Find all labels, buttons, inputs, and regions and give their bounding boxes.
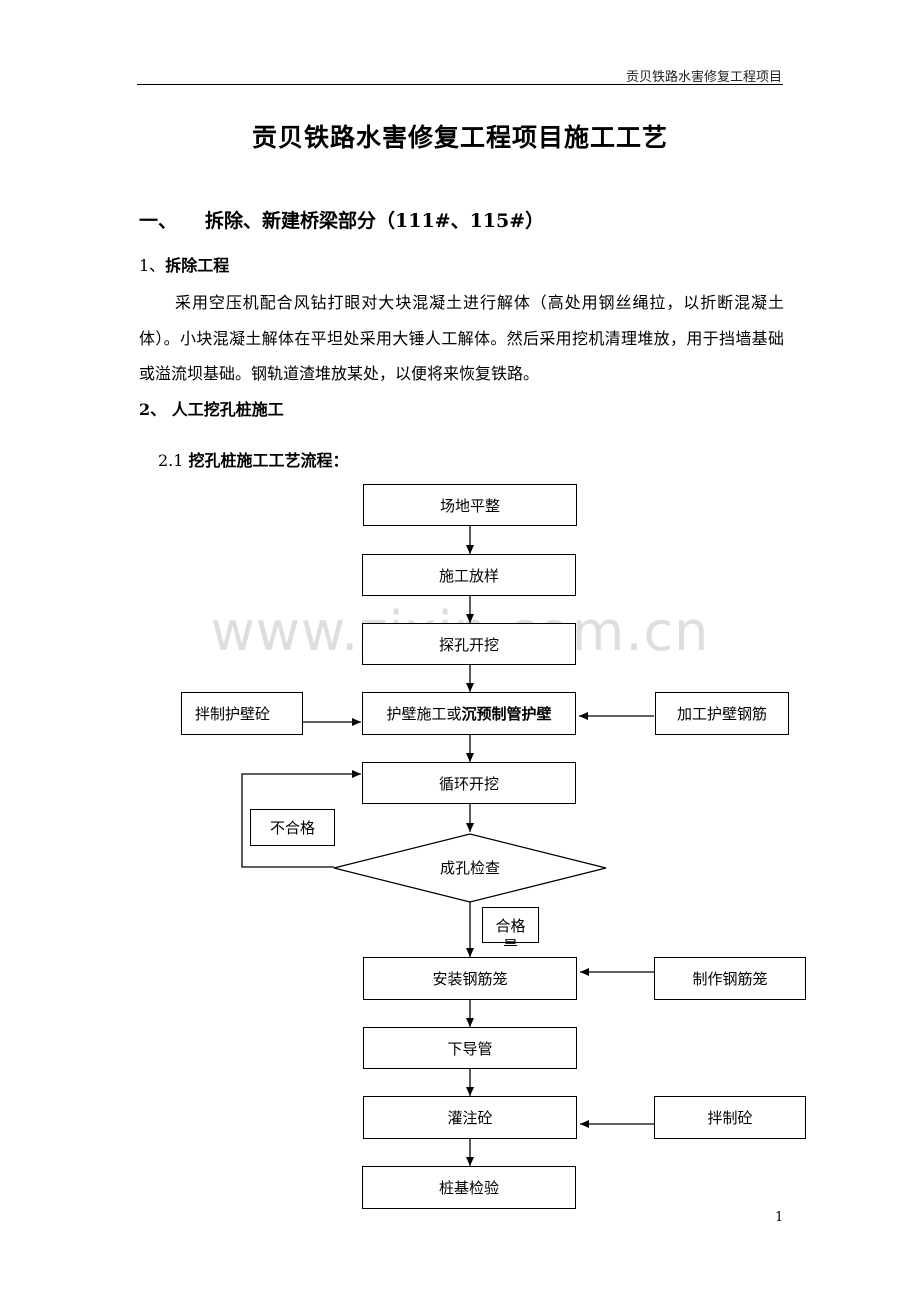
running-header: 贡贝铁路水害修复工程项目	[625, 70, 782, 85]
section-title: 拆除、新建桥梁部分（111#、115#）	[205, 210, 545, 232]
step-install-cage: 安装钢筋笼	[363, 957, 577, 1000]
step-site-leveling: 场地平整	[363, 484, 577, 526]
subsection-title: 挖孔桩施工工艺流程：	[188, 451, 349, 470]
subsection-title: 拆除工程	[165, 256, 230, 275]
check-diamond	[333, 833, 607, 903]
step-pour-concrete: 灌注砼	[363, 1096, 577, 1139]
loop-back-line	[241, 770, 361, 868]
section-number: 一、	[139, 210, 178, 232]
subsection-heading-2: 2、 人工挖孔桩施工	[139, 400, 284, 419]
subsection-heading-1: 1、拆除工程	[139, 252, 229, 276]
side-mix-wall-concrete: 拌制护壁砼	[181, 692, 303, 735]
document-title: 贡贝铁路水害修复工程项目施工工艺	[251, 123, 668, 152]
step-layout-survey: 施工放样	[362, 554, 576, 596]
label-pass: 合格是	[482, 907, 539, 946]
step-retaining-wall: 护壁施工或沉预制管护壁	[362, 692, 576, 735]
step-lower-tremie: 下导管	[363, 1027, 577, 1069]
step-cyclic-excavation: 循环开挖	[362, 762, 576, 804]
page-number: 1	[775, 1210, 784, 1225]
check-label: 成孔检查	[440, 859, 501, 877]
side-make-cage: 制作钢筋笼	[654, 957, 806, 1000]
section-heading-1: 一、 拆除、新建桥梁部分（111#、115#）	[139, 206, 544, 233]
side-process-wall-rebar: 加工护壁钢筋	[655, 692, 789, 735]
label-fail: 不合格	[250, 809, 335, 846]
step-trial-excavation: 探孔开挖	[362, 623, 576, 665]
subsection-number: 1、	[139, 256, 166, 275]
step-pile-inspection: 桩基检验	[362, 1166, 576, 1209]
side-mix-concrete: 拌制砼	[654, 1096, 806, 1139]
header-rule	[137, 84, 783, 85]
paragraph-demolition: 采用空压机配合风钻打眼对大块混凝土进行解体（高处用钢丝绳拉，以折断混凝土体）。小…	[139, 293, 784, 383]
subsection-heading-2-1: 2.1 挖孔桩施工工艺流程：	[158, 447, 349, 471]
subsection-number: 2.1	[158, 451, 184, 470]
